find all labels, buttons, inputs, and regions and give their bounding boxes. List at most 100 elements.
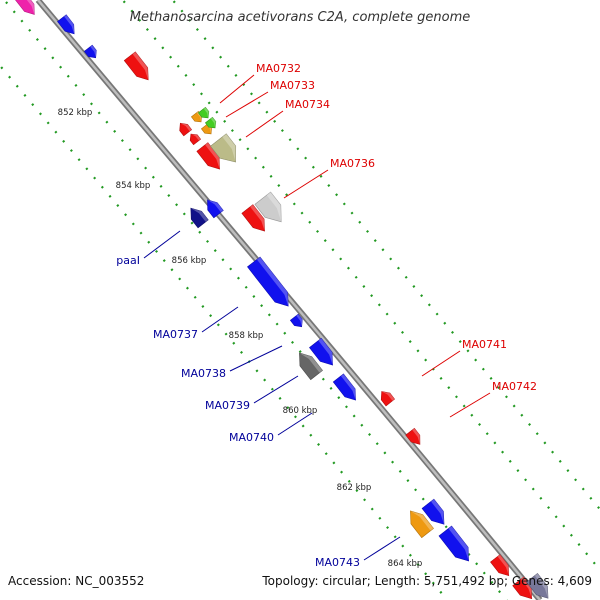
- genome-title: Methanosarcina acetivorans C2A, complete…: [129, 10, 471, 25]
- gene-arrow: [197, 106, 210, 119]
- gene-feature[interactable]: [438, 525, 475, 566]
- gene-arrow-highlight: [196, 111, 202, 122]
- gene-feature[interactable]: [526, 573, 553, 600]
- gene-feature[interactable]: [309, 337, 338, 369]
- gene-feature[interactable]: [14, 0, 39, 18]
- gene-label[interactable]: MA0736: [330, 157, 375, 170]
- gene-arrow: [299, 352, 323, 381]
- gene-arrow-highlight: [207, 199, 224, 213]
- gene-feature[interactable]: [123, 51, 154, 84]
- gene-arrow-highlight: [190, 208, 209, 222]
- gene-label-leader: [143, 230, 181, 259]
- gene-feature[interactable]: [197, 106, 211, 120]
- gene-arrow: [332, 373, 356, 401]
- gene-label-leader: [225, 91, 269, 118]
- gene-arrow: [207, 199, 224, 219]
- gene-arrow: [189, 133, 202, 146]
- gene-label[interactable]: MA0733: [270, 79, 315, 92]
- genome-summary-text: Topology: circular; Length: 5,751,492 bp…: [262, 574, 592, 588]
- gene-arrow: [210, 133, 237, 163]
- kbp-tick-label: 852 kbp: [58, 108, 93, 118]
- gene-label[interactable]: MA0740: [229, 431, 274, 444]
- gene-label[interactable]: MA0732: [256, 62, 301, 75]
- gene-label[interactable]: paaI: [116, 254, 140, 267]
- gene-feature[interactable]: [176, 120, 193, 137]
- gene-feature[interactable]: [83, 44, 99, 61]
- gene-label[interactable]: MA0738: [181, 367, 226, 380]
- gene-feature[interactable]: [332, 373, 360, 404]
- gene-feature[interactable]: [241, 204, 270, 236]
- gene-arrow: [204, 116, 217, 129]
- gene-label[interactable]: MA0742: [492, 380, 537, 393]
- gene-arrow: [405, 427, 421, 445]
- gene-feature[interactable]: [405, 427, 425, 447]
- gene-arrow-highlight: [412, 428, 420, 445]
- gene-label-leader: [201, 306, 239, 333]
- guide-line-1: [0, 64, 449, 600]
- gene-feature[interactable]: [490, 554, 513, 580]
- gene-label-leader: [219, 74, 255, 104]
- gene-arrow: [179, 122, 193, 137]
- guide-line-3: [121, 0, 600, 572]
- gene-feature[interactable]: [404, 506, 434, 539]
- gene-arrow-highlight: [250, 204, 265, 232]
- gene-arrow: [190, 207, 209, 229]
- gene-arrow: [247, 256, 289, 307]
- gene-arrow-highlight: [340, 373, 356, 401]
- gene-arrow: [57, 14, 75, 35]
- gene-arrow-highlight: [410, 510, 434, 531]
- gene-arrow-highlight: [299, 352, 323, 373]
- gene-arrow: [421, 498, 445, 525]
- gene-label-leader: [245, 110, 284, 138]
- gene-arrow: [241, 204, 265, 232]
- kbp-tick-label: 864 kbp: [388, 559, 423, 569]
- gene-label-leader: [229, 345, 283, 372]
- kbp-tick-label: 856 kbp: [172, 256, 207, 266]
- gene-arrow-highlight: [266, 192, 282, 222]
- gene-feature[interactable]: [254, 191, 289, 228]
- gene-feature[interactable]: [377, 388, 396, 407]
- gene-feature[interactable]: [289, 313, 305, 330]
- gene-label-leader: [421, 350, 461, 377]
- gene-label[interactable]: MA0734: [285, 98, 330, 111]
- gene-label[interactable]: MA0741: [462, 338, 507, 351]
- gene-label-leader: [253, 375, 299, 404]
- gene-arrow-highlight: [318, 338, 333, 366]
- gene-arrow-highlight: [296, 314, 303, 327]
- gene-feature[interactable]: [203, 196, 224, 219]
- kbp-tick-label: 862 kbp: [337, 483, 372, 493]
- gene-arrow-highlight: [520, 577, 532, 599]
- kbp-tick-label: 854 kbp: [116, 181, 151, 191]
- gene-arrow-highlight: [180, 123, 192, 132]
- gene-label[interactable]: MA0737: [153, 328, 198, 341]
- gene-arrow-highlight: [203, 107, 209, 118]
- gene-feature[interactable]: [57, 14, 79, 38]
- gene-arrow: [14, 0, 35, 15]
- gene-arrow-highlight: [64, 14, 75, 34]
- gene-arrow: [289, 313, 303, 328]
- gene-arrow-highlight: [430, 499, 445, 525]
- gene-label-leader: [363, 536, 401, 561]
- gene-feature[interactable]: [247, 256, 294, 311]
- gene-arrow-highlight: [90, 45, 97, 58]
- gene-feature[interactable]: [187, 131, 202, 146]
- gene-arrow: [254, 191, 282, 223]
- gene-label[interactable]: MA0743: [315, 556, 360, 569]
- gene-arrow-highlight: [205, 142, 220, 170]
- gene-feature[interactable]: [421, 498, 450, 529]
- gene-arrow-highlight: [497, 554, 509, 576]
- gene-feature[interactable]: [210, 133, 244, 168]
- gene-label[interactable]: MA0739: [205, 399, 250, 412]
- gene-feature[interactable]: [186, 204, 209, 229]
- gene-arrow: [410, 510, 434, 539]
- gene-arrow-highlight: [256, 257, 289, 307]
- gene-arrow-highlight: [381, 391, 395, 401]
- gene-features: [14, 0, 553, 600]
- gene-arrow: [83, 44, 97, 59]
- gene-feature[interactable]: [204, 116, 218, 130]
- gene-arrow: [380, 391, 396, 407]
- gene-arrow-highlight: [448, 526, 469, 561]
- gene-feature[interactable]: [293, 348, 323, 381]
